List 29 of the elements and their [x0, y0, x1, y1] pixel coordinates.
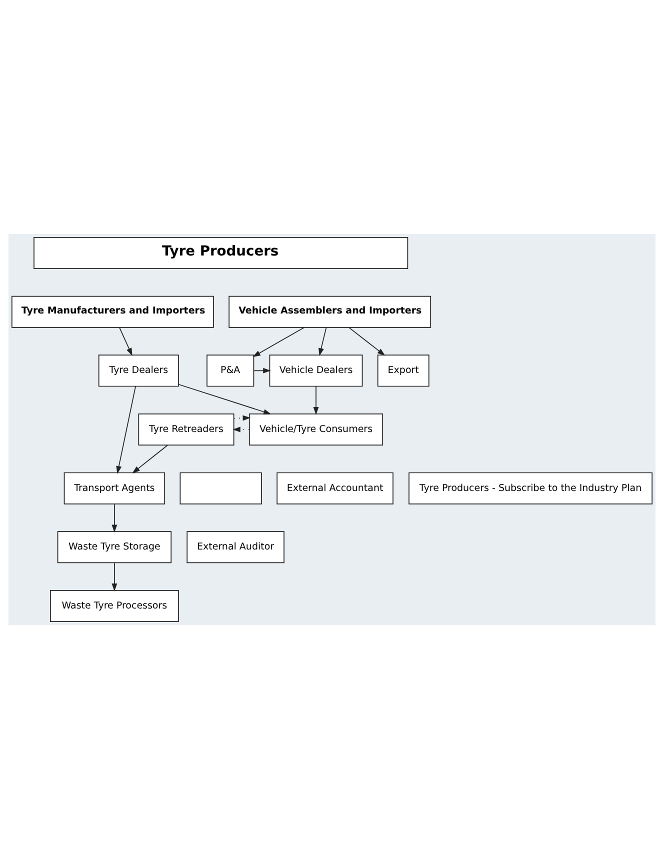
arrow [132, 444, 168, 474]
node-box: Tyre Manufacturers and Importers [12, 296, 214, 328]
arrow [313, 386, 319, 415]
node-box: Tyre Producers - Subscribe to the Industry Plan [408, 472, 652, 504]
arrow [232, 426, 250, 432]
arrow [112, 504, 118, 532]
arrow [252, 327, 304, 358]
arrow [233, 415, 251, 421]
node-box: Tyre Producers [34, 237, 408, 270]
node-box [180, 472, 262, 504]
node-box: Tyre Dealers [98, 354, 179, 387]
node-box: Waste Tyre Storage [57, 531, 172, 564]
node-box: External Auditor [186, 531, 284, 564]
arrow [112, 562, 118, 592]
node-box: Waste Tyre Processors [50, 590, 179, 622]
node-box: External Accountant [276, 472, 394, 504]
node-box: Transport Agents [64, 472, 166, 504]
arrow [178, 384, 272, 414]
node-box: Vehicle Dealers [269, 354, 363, 387]
node-box: Tyre Retreaders [138, 414, 234, 446]
arrow [119, 327, 132, 356]
node-box: Export [377, 354, 430, 387]
node-box: Vehicle Assemblers and Importers [228, 296, 432, 328]
arrow [318, 327, 327, 356]
node-box: Vehicle/Tyre Consumers [248, 414, 384, 446]
node-box: P&A [206, 354, 254, 387]
arrow [116, 386, 136, 474]
arrow [253, 368, 271, 374]
arrow [348, 327, 386, 356]
